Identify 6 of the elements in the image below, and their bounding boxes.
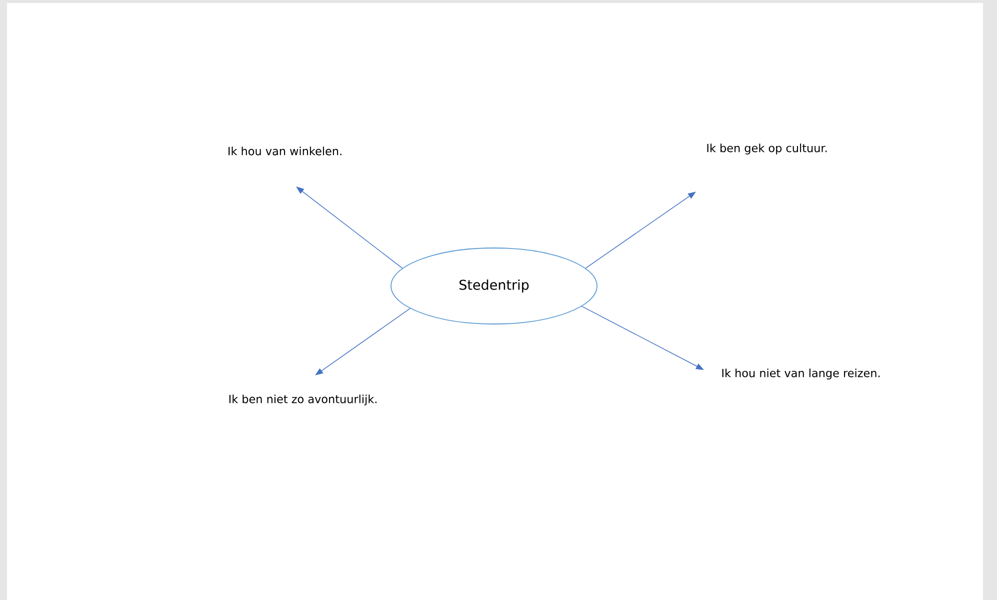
text-label: Ik hou niet van lange reizen. — [722, 368, 880, 380]
text-label: Ik ben gek op cultuur. — [707, 144, 827, 154]
arrow — [296, 186, 403, 269]
ellipse-node: Stedentrip — [390, 248, 598, 324]
text-label: Ik ben niet zo avontuurlijk. — [229, 394, 376, 406]
text-label: Ik hou van winkelen. — [228, 146, 342, 156]
